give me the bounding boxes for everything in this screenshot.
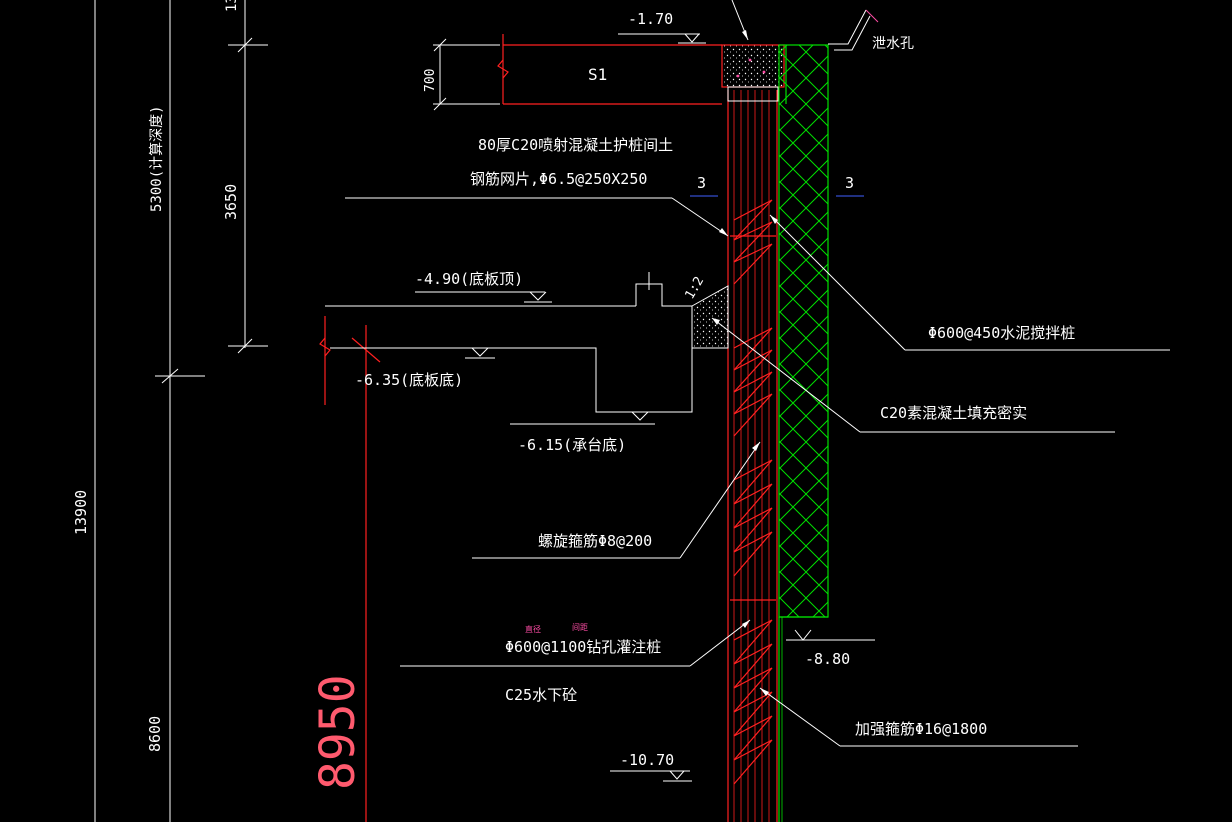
elev-cap-bottom: -6.15(承台底) — [518, 436, 626, 454]
fill-label: C20素混凝土填充密实 — [880, 404, 1027, 422]
cap-beam — [721, 44, 787, 104]
white-outline — [325, 272, 693, 413]
elev-top: -1.70 — [628, 10, 673, 28]
bored-pile-note2: 间距 — [572, 623, 588, 632]
slope-label: 1:2 — [682, 274, 707, 302]
elev-lower: -10.70 — [620, 751, 674, 769]
red-linework — [319, 34, 778, 822]
leader-lines — [345, 0, 1170, 747]
cement-mixing-pile — [778, 44, 829, 822]
elev-slab-bottom: -6.35(底板底) — [355, 371, 463, 389]
annotations: -1.70 S1 700 80厚C20喷射混凝土护桩间土 钢筋网片,Φ6.5@2… — [72, 0, 1075, 790]
bored-pile-label: Φ600@1100钻孔灌注桩 — [505, 638, 661, 656]
shotcrete-label: 80厚C20喷射混凝土护桩间土 — [478, 136, 673, 154]
mesh-label: 钢筋网片,Φ6.5@250X250 — [470, 170, 647, 188]
dimension-lines — [94, 0, 500, 822]
dim-8600: 8600 — [146, 716, 164, 752]
spiral-label: 螺旋箍筋Φ8@200 — [538, 532, 652, 550]
drain-label: 泄水孔 — [872, 36, 914, 52]
dim-700: 700 — [423, 69, 438, 92]
elev-mixing-bottom: -8.80 — [805, 650, 850, 668]
mixing-pile-label: Φ600@450水泥搅拌桩 — [928, 324, 1075, 342]
stirrup-label: 加强箍筋Φ16@1800 — [855, 720, 987, 738]
dim-5300: 5300(计算深度) — [149, 105, 165, 212]
dim-13900: 13900 — [72, 490, 90, 535]
dim-3650: 3650 — [222, 184, 240, 220]
dim-13-partial: 13 — [224, 0, 240, 12]
bored-pile-note1: 直径 — [525, 624, 541, 634]
section-right: 3 — [845, 174, 854, 192]
dim-8950: 8950 — [310, 674, 366, 790]
arrowheads — [712, 30, 778, 696]
concrete-label: C25水下砼 — [505, 686, 577, 704]
elevation-markers — [415, 33, 875, 782]
elev-slab-top: -4.90(底板顶) — [415, 270, 523, 288]
beam-label: S1 — [588, 65, 607, 84]
section-left: 3 — [697, 174, 706, 192]
